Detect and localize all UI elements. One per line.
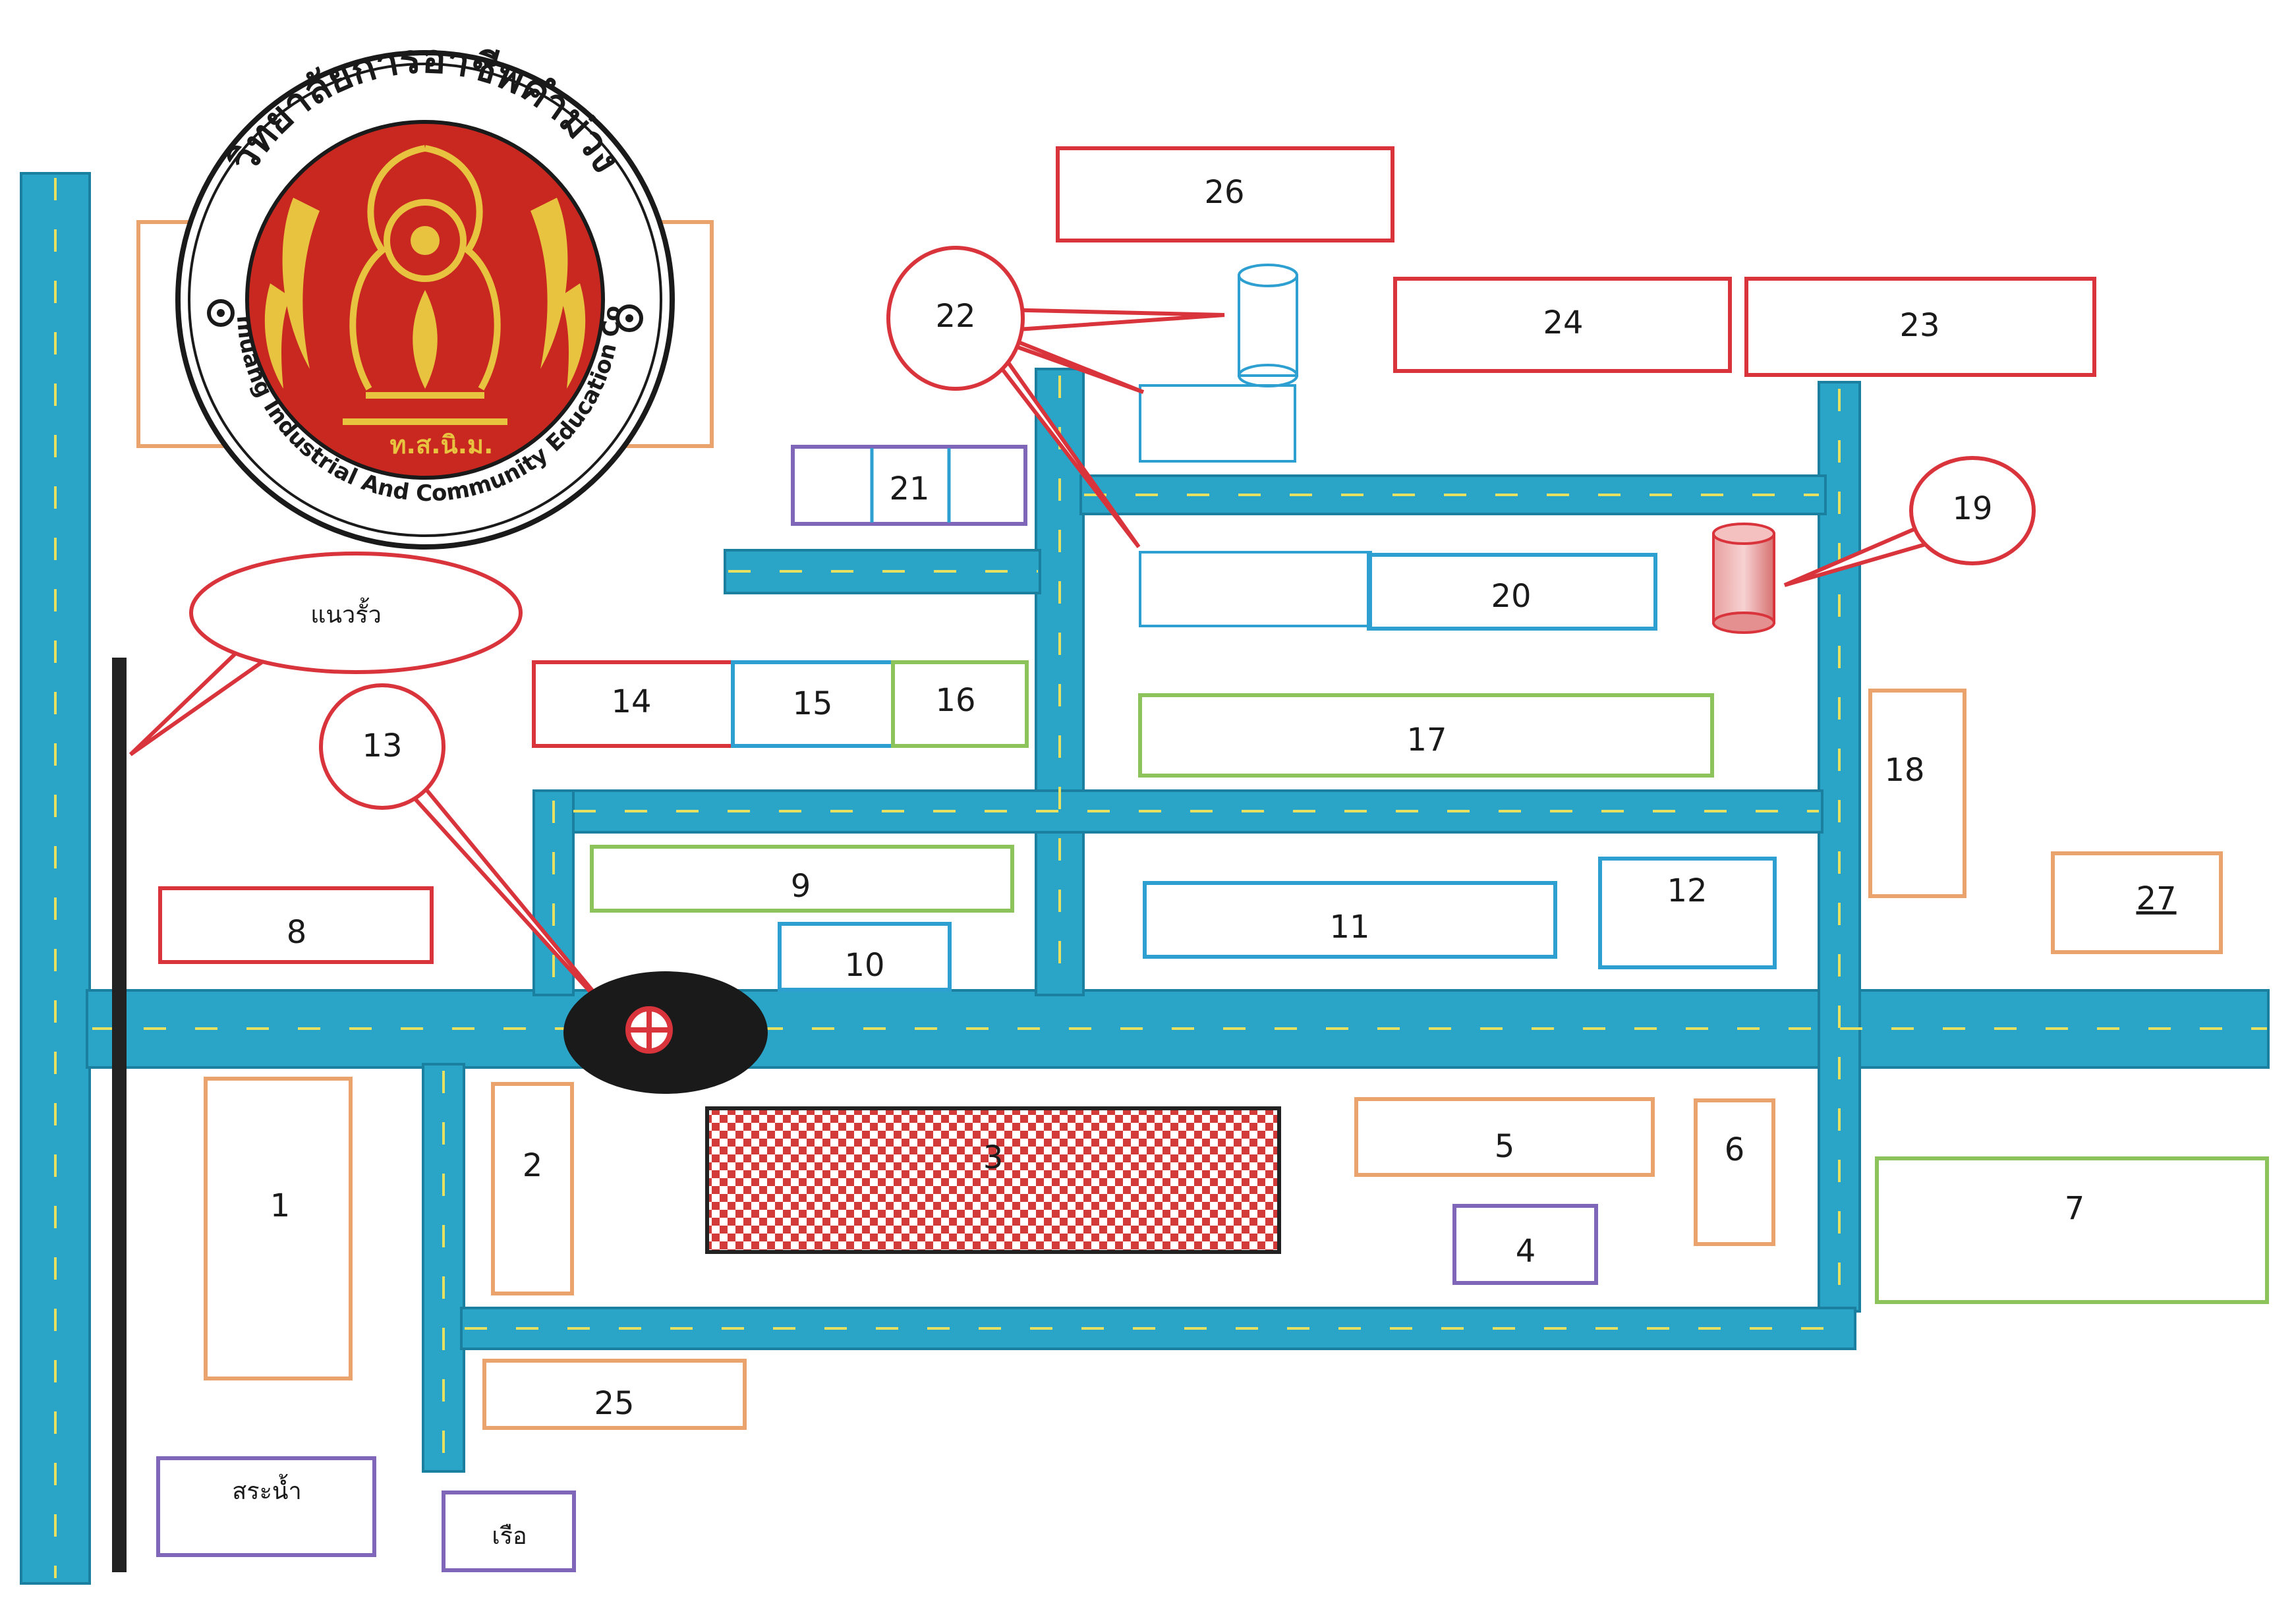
- building-22-annex[interactable]: [1139, 384, 1296, 463]
- label-5: 5: [1495, 1128, 1515, 1165]
- building-20[interactable]: [1367, 553, 1657, 631]
- label-3: 3: [983, 1139, 1004, 1176]
- callout-fence[interactable]: [129, 552, 523, 756]
- label-19: 19: [1952, 490, 1992, 527]
- building-23[interactable]: [1744, 277, 2096, 377]
- building-4[interactable]: [1452, 1204, 1598, 1285]
- label-17: 17: [1406, 722, 1447, 758]
- pond[interactable]: [156, 1456, 376, 1557]
- boat[interactable]: [442, 1491, 576, 1572]
- building-21[interactable]: [791, 445, 1027, 526]
- building-2[interactable]: [491, 1082, 574, 1295]
- building-9[interactable]: [590, 845, 1014, 913]
- crosshair-marker-icon[interactable]: [563, 971, 768, 1094]
- label-boat: เรือ: [492, 1523, 527, 1550]
- label-14: 14: [611, 683, 651, 720]
- road-center-dashes: [54, 178, 2267, 1578]
- building-5[interactable]: [1354, 1097, 1655, 1177]
- building-24[interactable]: [1393, 277, 1732, 373]
- label-12: 12: [1667, 872, 1707, 909]
- callout-19[interactable]: [1783, 456, 2036, 587]
- building-1[interactable]: [204, 1077, 353, 1380]
- label-pond: สระน้ำ: [232, 1473, 301, 1505]
- road-mid-vertical: [1035, 368, 1085, 996]
- building-18[interactable]: [1868, 689, 1966, 898]
- building-3[interactable]: [705, 1106, 1281, 1254]
- water-tank-icon: [1238, 264, 1298, 387]
- building-10[interactable]: [778, 922, 952, 992]
- label-20: 20: [1491, 578, 1531, 615]
- label-11: 11: [1329, 909, 1369, 946]
- building-25[interactable]: [482, 1359, 747, 1430]
- label-18: 18: [1884, 752, 1924, 789]
- label-22: 22: [935, 298, 975, 335]
- building-16[interactable]: [891, 660, 1029, 748]
- label-4: 4: [1516, 1233, 1536, 1270]
- label-26: 26: [1204, 174, 1244, 211]
- college-emblem-icon: วิทยาลัยการอาชีพคำม่วง Khammuang Industr…: [0, 0, 675, 550]
- label-6: 6: [1725, 1131, 1745, 1168]
- buildings: [136, 146, 2269, 1572]
- label-27: 27: [2136, 880, 2176, 917]
- roads: [20, 172, 2270, 1585]
- building-6[interactable]: [1694, 1098, 1775, 1246]
- label-7: 7: [2065, 1190, 2085, 1227]
- building-17[interactable]: [1138, 693, 1714, 778]
- road-west-vertical: [20, 172, 91, 1585]
- logo-abbreviation: ท.ส.นิ.ม.: [389, 430, 493, 459]
- callout-22[interactable]: [886, 246, 1225, 548]
- label-8: 8: [287, 914, 307, 951]
- road-east-vertical: [1818, 381, 1861, 1313]
- building-8[interactable]: [158, 886, 434, 964]
- road-second-horizontal: [532, 789, 1823, 834]
- label-24: 24: [1543, 304, 1583, 341]
- building-7[interactable]: [1875, 1156, 2269, 1304]
- building-20-left[interactable]: [1139, 551, 1372, 627]
- label-16: 16: [935, 682, 975, 719]
- road-bottom-horizontal: [460, 1307, 1856, 1350]
- label-23: 23: [1899, 307, 1939, 344]
- road-lower-vertical: [422, 1063, 465, 1473]
- building-11[interactable]: [1143, 881, 1557, 959]
- label-2: 2: [523, 1147, 543, 1184]
- label-25: 25: [594, 1385, 634, 1422]
- label-fence: แนวรั้ว: [310, 597, 382, 629]
- label-15: 15: [792, 685, 832, 722]
- label-10: 10: [844, 947, 884, 984]
- callout-13[interactable]: [319, 683, 628, 1033]
- red-tank-icon: [1712, 523, 1775, 634]
- fence-line: [112, 658, 127, 1572]
- label-13: 13: [362, 727, 402, 764]
- building-26[interactable]: [1056, 146, 1394, 242]
- building-27[interactable]: [2051, 851, 2223, 954]
- label-9: 9: [791, 868, 811, 905]
- labels: 26 24 23 22 21 20 19 18 17 16 15 14 13 1…: [232, 174, 2176, 1550]
- label-1: 1: [270, 1187, 291, 1224]
- building-12[interactable]: [1598, 857, 1777, 969]
- label-21: 21: [889, 470, 929, 507]
